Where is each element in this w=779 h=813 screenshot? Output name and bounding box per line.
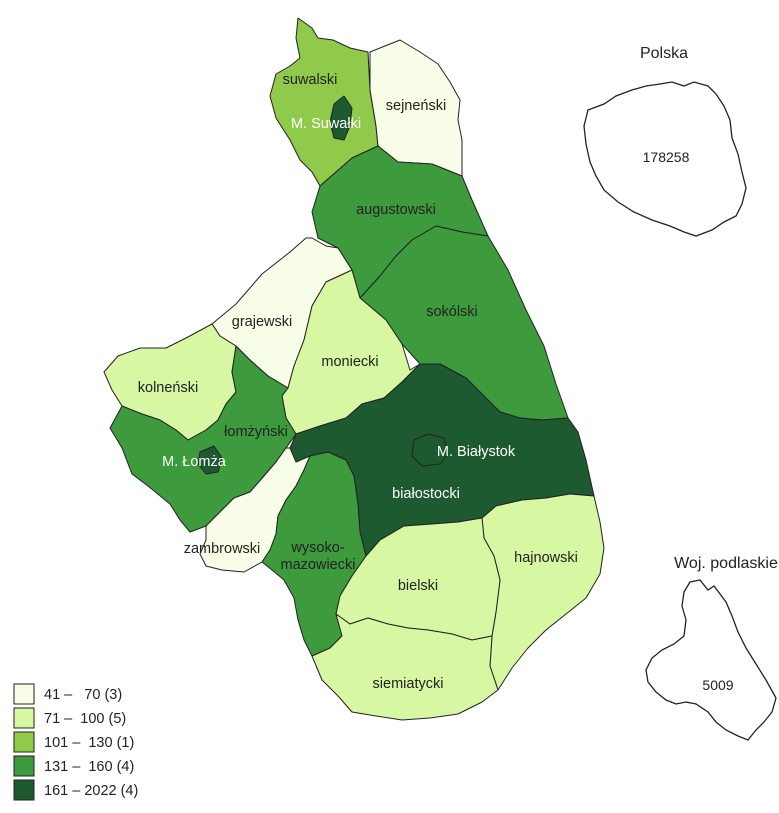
legend-label-2: 71 – 100 (5) (44, 711, 126, 727)
label-suwalski: suwalski (283, 72, 338, 88)
label-grajewski: grajewski (232, 314, 292, 330)
legend-swatch-1 (13, 683, 35, 705)
legend: 41 – 70 (3) 71 – 100 (5) 101 – 130 (1) 1… (13, 683, 138, 801)
region-hajnowski[interactable] (481, 493, 605, 691)
label-m-lomza: M. Łomża (162, 454, 227, 470)
label-bialostocki: białostocki (392, 486, 460, 502)
label-wysoko-line1: wysoko- (290, 540, 344, 556)
inset-polska-title: Polska (640, 45, 688, 62)
inset-podlaskie-outline (645, 579, 777, 741)
label-siemiatycki: siemiatycki (373, 676, 444, 692)
label-wysoko-line2: mazowiecki (281, 557, 356, 573)
legend-label-1: 41 – 70 (3) (44, 687, 122, 703)
label-sokolski: sokólski (426, 304, 478, 320)
label-moniecki: moniecki (321, 354, 378, 370)
label-sejnenski: sejneński (386, 98, 446, 114)
label-bielski: bielski (398, 578, 438, 594)
label-m-bialystok: M. Białystok (437, 444, 516, 460)
legend-swatch-3 (13, 731, 35, 753)
inset-polska-outline (583, 81, 747, 237)
label-augustowski: augustowski (356, 202, 436, 218)
label-hajnowski: hajnowski (514, 550, 578, 566)
region-sejnenski[interactable] (369, 39, 463, 177)
region-m-bialystok[interactable] (411, 433, 449, 467)
label-lomzynski: łomżyński (224, 424, 288, 440)
legend-swatch-5 (13, 779, 35, 801)
region-siemiatycki[interactable] (311, 613, 499, 721)
legend-label-5: 161 – 2022 (4) (44, 783, 138, 799)
inset-podlaskie-title: Woj. podlaskie (674, 555, 778, 572)
legend-swatch-4 (13, 755, 35, 777)
legend-label-4: 131 – 160 (4) (44, 759, 134, 775)
label-kolnenski: kolneński (138, 380, 198, 396)
label-zambrowski: zambrowski (184, 541, 261, 557)
inset-podlaskie-value: 5009 (702, 677, 733, 693)
label-m-suwalki: M. Suwałki (291, 116, 361, 132)
region-m-suwalki[interactable] (329, 95, 353, 141)
legend-label-3: 101 – 130 (1) (44, 735, 134, 751)
region-lomzynski[interactable] (109, 345, 297, 533)
inset-polska-value: 178258 (643, 149, 690, 165)
legend-swatch-2 (13, 707, 35, 729)
region-m-lomza[interactable] (197, 445, 223, 475)
